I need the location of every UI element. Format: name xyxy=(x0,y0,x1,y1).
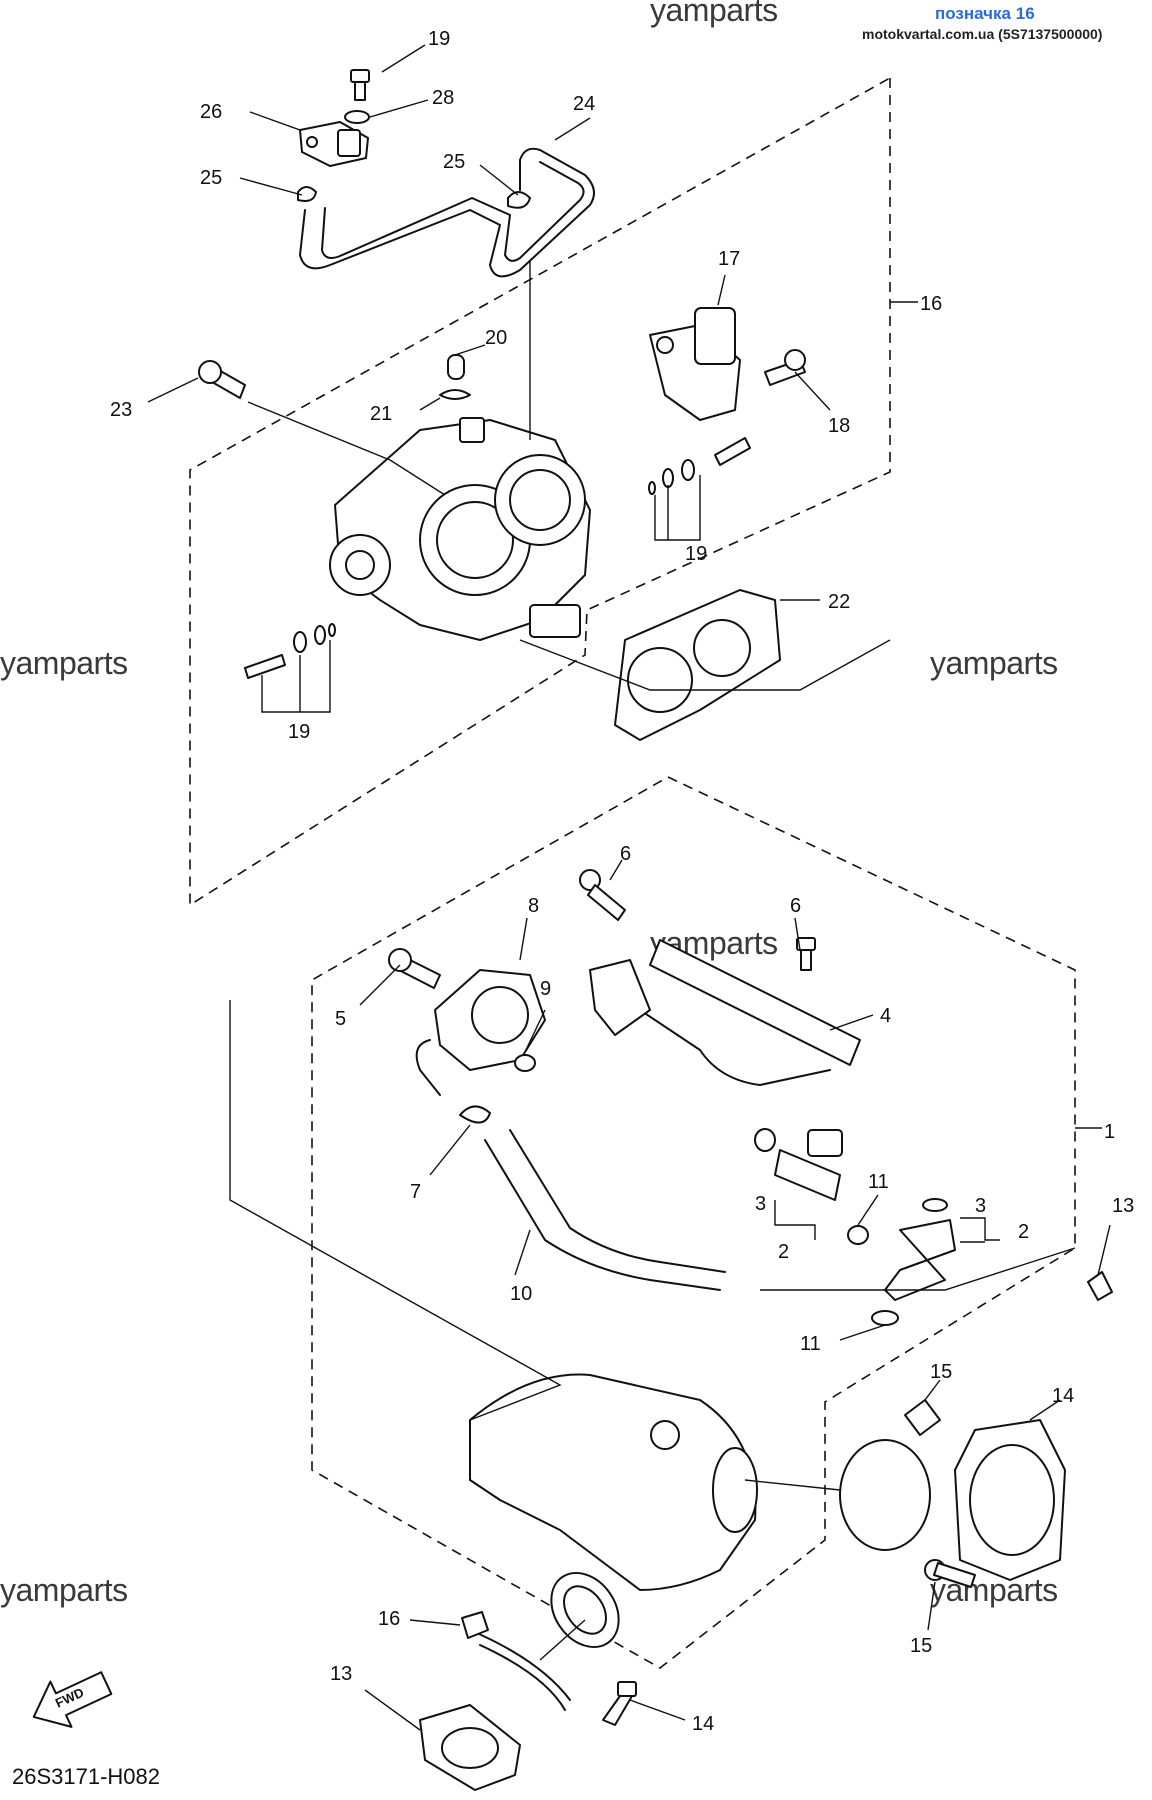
callout-21: 21 xyxy=(370,403,392,425)
pressure-sensor-26 xyxy=(299,121,369,167)
callout-11: 11 xyxy=(800,1333,821,1355)
injector-2-left xyxy=(774,1129,843,1201)
callout-15: 15 xyxy=(930,1361,952,1383)
joint-13-right xyxy=(954,1419,1066,1581)
screw-set-19-right xyxy=(648,437,751,495)
o-ring-11-right xyxy=(871,1310,899,1326)
o-ring-9 xyxy=(514,1054,536,1072)
o-ring-11-left xyxy=(847,1225,869,1245)
callout-25: 25 xyxy=(200,167,222,189)
o-ring-3-right xyxy=(922,1198,948,1212)
callout-24: 24 xyxy=(573,93,595,115)
callout-13: 14 xyxy=(1052,1385,1074,1407)
clip-7 xyxy=(459,1105,491,1124)
watermark: yamparts xyxy=(0,1572,128,1608)
pressure-regulator-8 xyxy=(415,969,546,1096)
injector-2-right xyxy=(884,1219,956,1301)
diagram-code: 26S3171-H082 xyxy=(12,1764,161,1789)
callout-25: 25 xyxy=(443,151,465,173)
callout-14: 15 xyxy=(910,1635,932,1657)
callout-16: 16 xyxy=(920,293,942,315)
hose-24 xyxy=(299,147,595,278)
throttle-body xyxy=(329,417,591,641)
hose-clip-25b xyxy=(507,191,531,209)
assembly-boundary-1 xyxy=(311,776,1076,1669)
throttle-position-sensor-17 xyxy=(649,307,741,421)
callout-11: 11 xyxy=(868,1171,889,1193)
hose-10 xyxy=(484,1139,721,1291)
callout-20: 20 xyxy=(485,327,507,349)
clip-12 xyxy=(1087,1271,1113,1301)
callout-26: 26 xyxy=(200,101,222,123)
fwd-arrow xyxy=(32,1671,113,1728)
bolt-14-left xyxy=(602,1681,637,1726)
gasket-22 xyxy=(614,589,781,741)
pin-20 xyxy=(447,354,465,380)
callout-1: 1 xyxy=(1104,1121,1115,1143)
callout-3: 3 xyxy=(755,1193,766,1215)
callout-6: 6 xyxy=(790,895,801,917)
leader-lines xyxy=(147,44,1111,1731)
washer-28 xyxy=(344,110,370,124)
screw-set-19-left xyxy=(244,623,336,679)
callout-2: 2 xyxy=(778,1241,789,1263)
screw-18 xyxy=(764,349,806,386)
callout-19: 19 xyxy=(288,721,310,743)
clamp-15-left xyxy=(461,1611,571,1711)
callout-9: 9 xyxy=(540,978,551,1000)
callout-15: 16 xyxy=(378,1608,400,1630)
clamp-15-right xyxy=(839,1399,941,1551)
intake-manifold xyxy=(469,1373,758,1649)
callout-19: 19 xyxy=(685,543,707,565)
callout-28: 28 xyxy=(432,87,454,109)
callout-10: 10 xyxy=(510,1283,532,1305)
callout-27: 19 xyxy=(428,28,450,50)
watermark: yamparts xyxy=(930,645,1058,681)
callout-17: 17 xyxy=(718,248,740,270)
bolt-23 xyxy=(198,360,246,399)
joint-13-left xyxy=(419,1704,521,1791)
callout-23: 23 xyxy=(110,399,132,421)
watermark: yamparts xyxy=(0,645,128,681)
bolt-5 xyxy=(388,948,441,989)
reference-label: позначка 16 xyxy=(935,4,1035,23)
source-label: motokvartal.com.ua (5S7137500000) xyxy=(862,26,1103,42)
callout-6: 6 xyxy=(620,843,631,865)
callout-12: 13 xyxy=(1112,1195,1134,1217)
clip-21 xyxy=(439,389,471,400)
callout-7: 7 xyxy=(410,1181,421,1203)
bolt-27 xyxy=(350,69,370,101)
o-ring-3-left xyxy=(754,1128,776,1152)
fuel-rail-4 xyxy=(589,939,861,1086)
callout-13: 13 xyxy=(330,1663,352,1685)
bolt-6-left xyxy=(579,869,626,921)
bolt-6-right xyxy=(796,937,816,971)
callout-5: 5 xyxy=(335,1008,346,1030)
watermark: yamparts xyxy=(650,0,778,28)
assembly-boundary-16 xyxy=(189,77,891,907)
callout-18: 18 xyxy=(828,415,850,437)
callout-3: 3 xyxy=(975,1195,986,1217)
callout-14: 14 xyxy=(692,1713,714,1735)
callout-22: 22 xyxy=(828,591,850,613)
callout-8: 8 xyxy=(528,895,539,917)
callout-2: 2 xyxy=(1018,1221,1029,1243)
callout-4: 4 xyxy=(880,1005,891,1027)
hose-clip-25a xyxy=(297,186,317,202)
bolt-14-right xyxy=(924,1559,976,1588)
